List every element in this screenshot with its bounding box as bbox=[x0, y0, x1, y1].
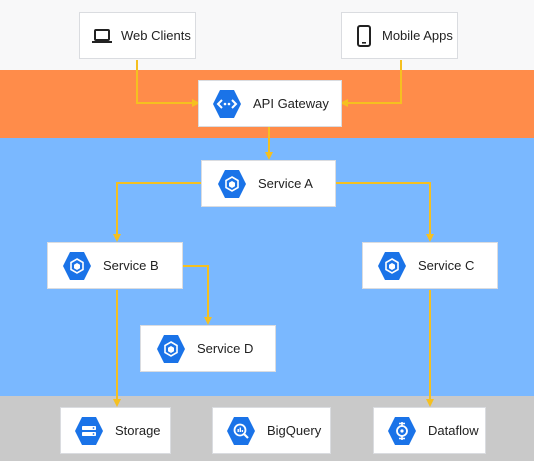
mobile-apps-label: Mobile Apps bbox=[382, 28, 453, 43]
edge-service-b-to-service-d bbox=[183, 265, 212, 325]
edge-web-clients-to-api-gateway bbox=[136, 60, 200, 107]
storage-label: Storage bbox=[115, 423, 161, 438]
edge-mobile-apps-to-api-gateway bbox=[340, 60, 402, 107]
phone-icon bbox=[355, 24, 373, 47]
bigquery-hexagon-icon bbox=[225, 415, 257, 447]
service-c-node[interactable]: Service C bbox=[362, 242, 498, 289]
storage-node[interactable]: Storage bbox=[60, 407, 171, 454]
api-gateway-label: API Gateway bbox=[253, 96, 329, 111]
service-b-label: Service B bbox=[103, 258, 159, 273]
service-d-node[interactable]: Service D bbox=[140, 325, 276, 372]
service-hexagon-icon bbox=[155, 333, 187, 365]
api-gateway-node[interactable]: API Gateway bbox=[198, 80, 342, 127]
service-a-node[interactable]: Service A bbox=[201, 160, 336, 207]
laptop-icon bbox=[91, 25, 113, 47]
web-clients-label: Web Clients bbox=[121, 28, 191, 43]
dataflow-hexagon-icon bbox=[386, 415, 418, 447]
web-clients-node[interactable]: Web Clients bbox=[79, 12, 196, 59]
service-c-label: Service C bbox=[418, 258, 475, 273]
service-hexagon-icon bbox=[216, 168, 248, 200]
service-b-node[interactable]: Service B bbox=[47, 242, 183, 289]
dataflow-node[interactable]: Dataflow bbox=[373, 407, 486, 454]
edge-service-a-to-service-c bbox=[336, 182, 434, 242]
edge-service-a-to-service-b bbox=[113, 182, 216, 242]
service-hexagon-icon bbox=[61, 250, 93, 282]
mobile-apps-node[interactable]: Mobile Apps bbox=[341, 12, 458, 59]
storage-hexagon-icon bbox=[73, 415, 105, 447]
api-gateway-hexagon-icon bbox=[211, 88, 243, 120]
service-hexagon-icon bbox=[376, 250, 408, 282]
service-a-label: Service A bbox=[258, 176, 313, 191]
service-d-label: Service D bbox=[197, 341, 254, 356]
bigquery-node[interactable]: BigQuery bbox=[212, 407, 331, 454]
dataflow-label: Dataflow bbox=[428, 423, 479, 438]
bigquery-label: BigQuery bbox=[267, 423, 322, 438]
